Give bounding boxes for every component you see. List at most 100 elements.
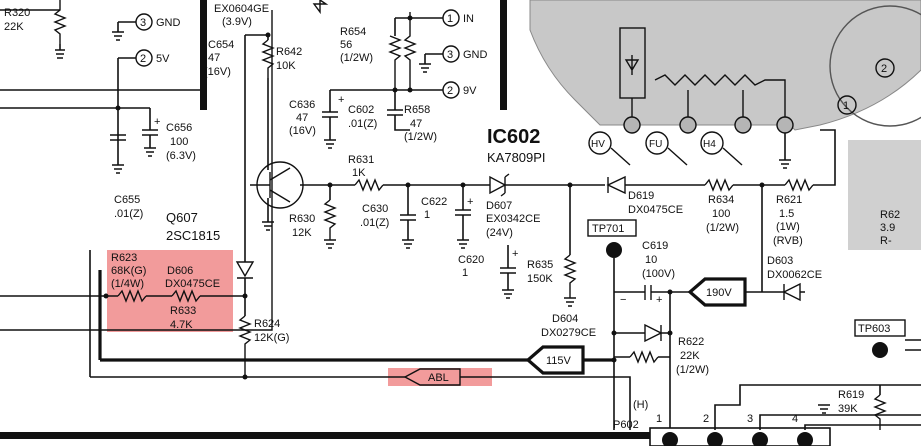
p602-terminal [707,432,723,446]
c656-value: 100 [170,136,188,148]
c619-minus: − [620,294,626,306]
wire [460,376,631,430]
wire [394,17,443,36]
d607-label: D607 [486,200,512,212]
wire [117,57,136,135]
r631-resistor [354,178,384,192]
r658-label: R658 [404,104,430,116]
q607-type: 2SC1815 [166,228,220,243]
crt-pin-2: 2 [881,63,887,75]
c630-value: .01(Z) [360,217,389,229]
gnd-label: GND [156,17,181,29]
p602-pin1: 1 [656,413,662,425]
c602-label: C602 [348,104,374,116]
gnd-pin-number: 3 [140,17,146,29]
ground-symbol [55,49,65,59]
r634-wattage: (1/2W) [706,222,739,234]
v5-pin-number: 2 [140,53,146,65]
c656-capacitor [142,129,158,136]
p602-terminal [752,432,768,446]
tp603-label: TP603 [858,323,890,335]
ex0604-voltage: (3.9V) [222,16,252,28]
p602-pin2: 2 [703,413,709,425]
d603-label: D603 [767,255,793,267]
v115-label: 115V [546,355,572,367]
junction-dot [265,32,271,38]
v190-label: 190V [706,287,732,299]
r631-label: R631 [348,154,374,166]
c602-value: .01(Z) [348,118,377,130]
c656-label: C656 [166,122,192,134]
ground-symbol [457,239,469,249]
in-pin-number: 1 [447,13,453,25]
r642-label: R642 [276,46,302,58]
r624-label: R624 [254,318,280,330]
wire [424,53,443,64]
c619-voltage: (100V) [642,268,675,280]
junction-dot [407,15,413,21]
ground-symbol [818,404,830,414]
module-outline [0,10,273,331]
fu-circle [645,131,669,155]
r62x-value: 3.9 [880,222,895,234]
ground-symbol [112,164,124,174]
ic602-label: IC602 [487,126,540,148]
r623-label: R623 [111,252,137,264]
d619-diode [606,175,626,195]
c656-polarity: + [154,116,160,128]
c620-polarity: + [512,248,518,260]
right-lead [905,339,921,351]
fu-label: FU [649,139,662,150]
q607-pins [250,167,291,203]
c654-label: C654 [208,39,234,51]
h4-arrow [722,147,743,166]
d603-diode [782,282,801,302]
c655-value: .01(Z) [114,208,143,220]
r633-label: R633 [170,305,196,317]
tp603-point [872,342,888,358]
c619-plus: + [656,294,662,306]
r621-resistor [784,178,814,192]
p602-terminal [662,432,678,446]
junction-dot [242,293,248,299]
ground-symbol [402,239,414,249]
junction-dot [611,357,617,363]
r624-resistor [238,315,252,377]
junction-dot [242,374,248,380]
diode-symbol [624,55,640,75]
r624-value: 12K(G) [254,332,289,344]
r623-wattage: (1/4W) [111,278,144,290]
gnd2-pin-number: 3 [447,49,453,61]
r320-resistor [53,0,67,44]
r623-d606-r633-highlight [107,250,233,332]
v9-pin-number: 2 [447,85,453,97]
c636-polarity: + [338,94,344,106]
c622-capacitor [455,209,471,216]
junction-dot [667,330,673,336]
d604-label: D604 [552,313,578,325]
junction-dot [115,105,121,111]
crt-neck-circle [829,5,921,127]
r635-label: R635 [527,259,553,271]
r630-label: R630 [289,213,315,225]
ex0604-label: EX0604GE [214,3,269,15]
module-edge-bar [500,0,507,110]
heater-resistor [654,74,786,117]
d606-diode [235,261,255,279]
d619-label: D619 [628,190,654,202]
r658-wattage: (1/2W) [404,131,437,143]
r622-resistor [629,350,659,364]
d607-part: EX0342CE [486,213,540,225]
r634-resistor [704,178,734,192]
r320-label: R320 [4,7,30,19]
junction-dot [407,87,413,93]
r635-resistor [563,254,577,298]
ground-symbol [502,289,514,299]
r654-wattage: (1/2W) [340,52,373,64]
ex0604-zener [312,0,329,15]
hv-label: HV [591,139,605,150]
d606-label: D606 [167,265,193,277]
tp701-label: TP701 [592,223,624,235]
crt-pin [734,116,752,134]
junction-dot [103,293,109,299]
